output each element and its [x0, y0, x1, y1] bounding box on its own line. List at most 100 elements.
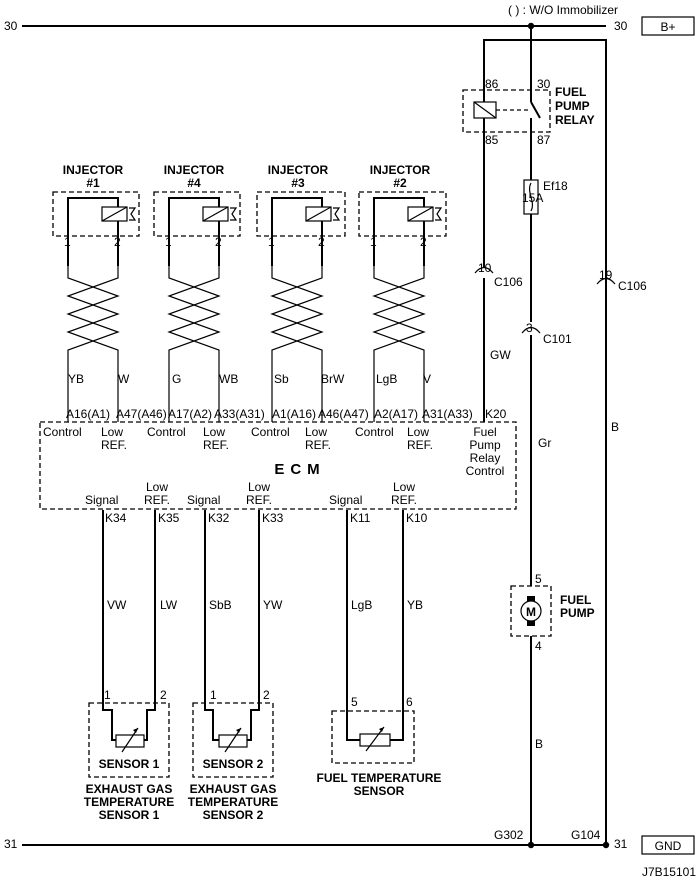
sensor-2-title-2: TEMPERATURE	[188, 795, 278, 809]
c101-pin: 3	[526, 321, 533, 335]
sensor-2-term-sig: K32	[208, 511, 230, 525]
sensor-2-title-1: EXHAUST GAS	[190, 782, 277, 796]
injector-3-pin-1: 1	[268, 235, 275, 249]
ecm-ref-inj4: REF.	[203, 438, 229, 452]
sensor-2-term-ref: K33	[262, 511, 284, 525]
b-plus-box	[641, 16, 695, 36]
sensor-2-wire-ref: YW	[263, 598, 283, 612]
pump-pin-top: 5	[535, 572, 542, 586]
injector-2-term-1: A2(A17)	[374, 407, 418, 421]
ecm-fpr-4: Control	[466, 464, 505, 478]
sensor-1-pin-sig: 1	[104, 688, 111, 702]
fts-wire-ref: YB	[407, 598, 423, 612]
injector-2-wire-1: LgB	[376, 372, 397, 386]
ecm-fpr-2: Pump	[469, 438, 501, 452]
injector-3-term-1: A1(A16)	[272, 407, 316, 421]
ecm-ref-s2: REF.	[246, 493, 272, 507]
sensor-2-pin-ref: 2	[263, 688, 270, 702]
ecm-fpr-1: Fuel	[473, 425, 496, 439]
diagram-code: J7B15101	[642, 865, 696, 879]
injector-1-pin-1: 1	[64, 235, 71, 249]
injector-1: INJECTOR #1 1 2 YB W A16(A1) A47(A46)	[52, 163, 167, 422]
wire-label-gr: Gr	[538, 436, 551, 450]
injector-3-box	[256, 191, 346, 237]
injector-4-term-2: A33(A31)	[214, 407, 265, 421]
injector-3-wire-1: Sb	[274, 372, 289, 386]
ecm-ref-s1: REF.	[144, 493, 170, 507]
fuel-pump-box	[510, 585, 552, 637]
injector-3-pin-2: 2	[318, 235, 325, 249]
connector-c106-b	[596, 277, 616, 285]
ground-g104: G104	[571, 828, 601, 842]
ground-junction-g302	[527, 841, 535, 849]
injector-2: INJECTOR #2 1 2 LgB V A2(A17) A31(A33)	[358, 163, 473, 422]
sensor-1-title-2: TEMPERATURE	[84, 795, 174, 809]
fts-box	[331, 710, 415, 764]
sensor-2-label: SENSOR 2	[203, 757, 264, 771]
sensor-2-wire-sig: SbB	[209, 598, 232, 612]
ecm-title: ECM	[274, 461, 325, 478]
injector-4: INJECTOR #4 1 2 G WB A17(A2) A33(A31)	[153, 163, 265, 422]
injector-3-term-2: A46(A47)	[318, 407, 369, 421]
sensor-1-label: SENSOR 1	[99, 757, 160, 771]
injector-3-title: INJECTOR	[268, 163, 329, 177]
sensor-2-thermistor	[218, 734, 248, 748]
ecm-low-inj2: Low	[407, 425, 429, 439]
rail-top-right-label: 30	[614, 19, 628, 33]
ecm-control-inj1: Control	[43, 425, 82, 439]
relay-switch	[530, 101, 541, 119]
injector-2-pin-2: 2	[420, 235, 427, 249]
sensor-1-wire-sig: VW	[107, 598, 127, 612]
injector-4-box	[153, 191, 241, 237]
ecm-control-inj3: Control	[251, 425, 290, 439]
ecm-signal-fts: Signal	[329, 493, 362, 507]
sensor-2-pin-sig: 1	[210, 688, 217, 702]
wire-label-b-pump: B	[535, 737, 543, 751]
ecm-signal-s2: Signal	[187, 493, 220, 507]
ground-g302: G302	[494, 828, 524, 842]
exhaust-gas-sensor-1: K34 K35 VW LW 1 2 SENSOR 1 EXHAUST GAS T…	[84, 510, 180, 822]
injector-2-term-2: A31(A33)	[422, 407, 473, 421]
injector-4-pin-1: 1	[165, 235, 172, 249]
relay-coil-feed-wire	[483, 39, 531, 102]
fuse-rating: 15A	[522, 191, 543, 205]
sensor-2-box	[192, 702, 274, 778]
injector-1-title: INJECTOR	[63, 163, 124, 177]
relay-pin-85: 85	[485, 133, 499, 147]
sensor-1-title-3: SENSOR 1	[99, 808, 160, 822]
relay-title-2: PUMP	[555, 99, 590, 113]
ecm-low-s1: Low	[146, 480, 168, 494]
fuel-temperature-sensor: K11 K10 LgB YB 5 6 FUEL TEMPERATURE SENS…	[317, 510, 441, 798]
injector-2-box	[358, 191, 447, 237]
pump-title-1: FUEL	[560, 593, 591, 607]
ecm-low-fts: Low	[393, 480, 415, 494]
injector-4-pin-2: 2	[215, 235, 222, 249]
rail-bottom-right-label: 31	[614, 837, 628, 851]
ecm-ref-inj1: REF.	[101, 438, 127, 452]
b-plus-label: B+	[660, 20, 675, 34]
ecm-control-inj4: Control	[147, 425, 186, 439]
injector-4-wire-1: G	[172, 372, 181, 386]
fts-pin-sig: 5	[351, 695, 358, 709]
injector-3-wire-2: BrW	[321, 372, 345, 386]
ecm-box	[39, 421, 517, 510]
fts-title-2: SENSOR	[354, 784, 405, 798]
injector-2-number: #2	[393, 176, 407, 190]
gnd-label: GND	[655, 839, 682, 853]
rail-bottom-left-label: 31	[4, 837, 18, 851]
c106-a-pin: 10	[478, 261, 492, 275]
injector-1-solenoid	[101, 206, 128, 222]
injector-1-term-2: A47(A46)	[116, 407, 167, 421]
injector-1-box	[52, 191, 140, 237]
ecm-ref-fts: REF.	[391, 493, 417, 507]
injector-2-title: INJECTOR	[370, 163, 431, 177]
relay-title-1: FUEL	[555, 85, 586, 99]
pump-title-2: PUMP	[560, 606, 595, 620]
sensor-1-pin-ref: 2	[160, 688, 167, 702]
fts-wire-sig: LgB	[351, 598, 372, 612]
ecm-pin-k20: K20	[485, 407, 507, 421]
relay-box	[462, 89, 551, 133]
ecm-low-inj4: Low	[203, 425, 225, 439]
injector-3-number: #3	[291, 176, 305, 190]
